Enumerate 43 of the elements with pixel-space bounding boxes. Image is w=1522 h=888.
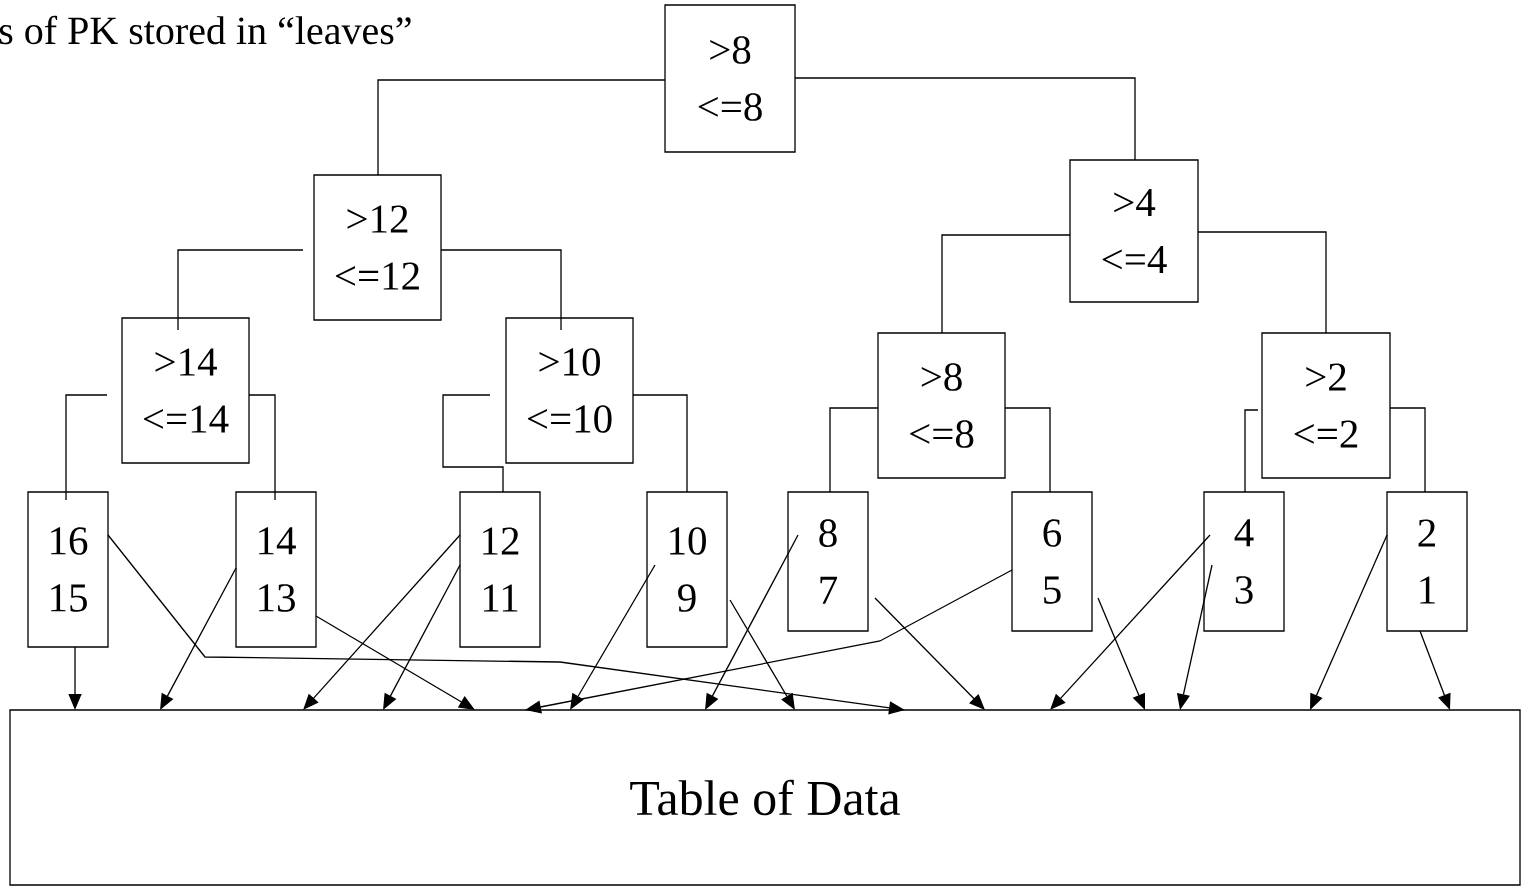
tree-connector [1197,231,1327,334]
tree-connector [65,394,108,501]
leaf-node-box: 8 7 [787,491,869,632]
arrow [1097,597,1145,710]
tree-connector [377,79,666,176]
arrow [1050,534,1211,710]
tree-connector [794,77,1136,161]
tree-connector [1389,407,1426,493]
arrow [729,599,795,710]
arrow [315,615,475,710]
tree-connector [829,407,879,493]
arrow [570,564,656,710]
index-node-box: >8 <=8 [664,4,796,153]
tree-connector [440,249,562,331]
tree-connector [1244,409,1259,493]
leaf-node-box: 16 15 [27,491,109,648]
leaf-node-box: 14 13 [235,491,317,648]
leaf-node-box: 12 11 [459,491,541,648]
tree-connector [1004,407,1051,493]
arrow [1310,534,1388,710]
index-node-box: >14 <=14 [121,317,250,464]
data-table-box: Table of Data [9,709,1521,886]
arrow [874,597,985,710]
index-node-box: >12 <=12 [313,174,442,321]
leaf-node-box: 4 3 [1203,491,1285,632]
arrow [383,564,461,710]
leaf-node-box: 6 5 [1011,491,1093,632]
arrow [705,534,799,710]
arrow [1419,630,1451,710]
leaf-node-box: 2 1 [1386,491,1468,632]
index-node-box: >8 <=8 [877,332,1006,479]
leaf-node-box: 10 9 [646,491,728,648]
tree-connector [177,249,304,331]
tree-connector [941,234,1071,334]
index-node-box: >4 <=4 [1069,159,1199,303]
arrow [303,534,461,710]
tree-connector [248,394,276,501]
tree-connector [632,394,688,493]
caption-text: s of PK stored in “leaves” [0,15,411,45]
arrow [160,567,237,710]
tree-connector [442,394,504,493]
index-node-box: >10 <=10 [505,317,634,464]
index-node-box: >2 <=2 [1261,332,1391,479]
